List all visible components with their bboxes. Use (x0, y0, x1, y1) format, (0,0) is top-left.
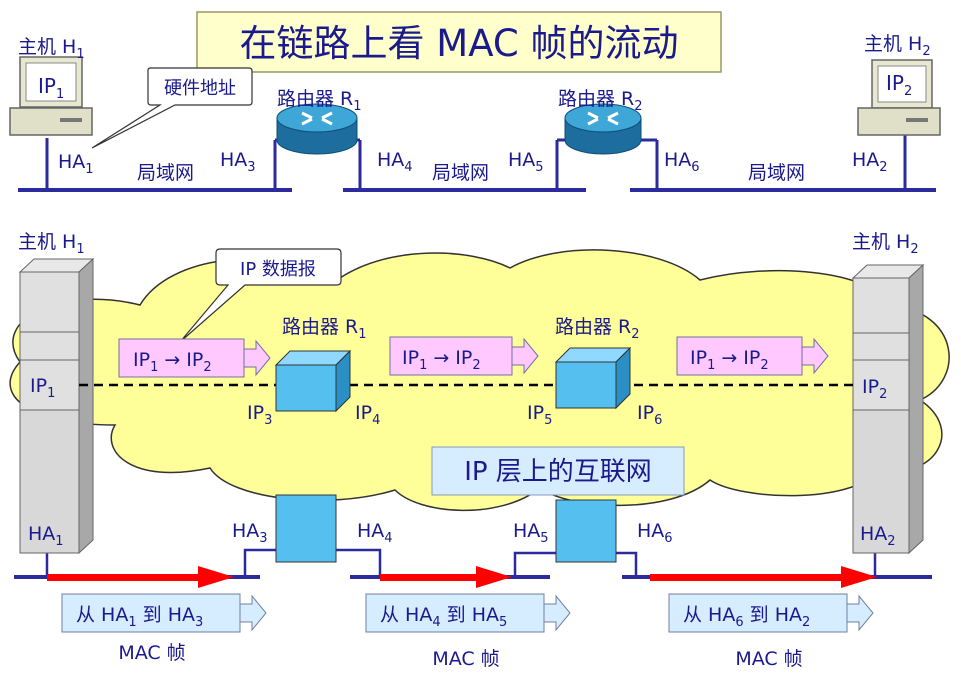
top-router1-icon (276, 103, 358, 155)
bottom-router1-ip-right: IP4 (355, 402, 380, 428)
ip-packet-2: IP1→IP2 (389, 336, 539, 376)
bottom-host1-ha: HA1 (28, 523, 64, 549)
top-router2-ha-right: HA6 (664, 149, 700, 175)
mac-frame-2: 从 HA4 到 HA5 MAC 帧 (365, 593, 571, 670)
hw-addr-callout-text: 硬件地址 (164, 78, 236, 99)
ip-packet-2-text: IP1→IP2 (402, 347, 481, 373)
top-router1-ha-left: HA3 (220, 149, 256, 175)
top-router1-ha-right: HA4 (377, 149, 413, 175)
bottom-router1-label: 路由器 R1 (282, 316, 367, 342)
ip-packet-3: IP1→IP2 (676, 336, 829, 376)
bottom-host2-ha: HA2 (860, 523, 896, 549)
ip-packet-1: IP1→IP2 (118, 338, 271, 378)
bottom-router1-stack (274, 349, 352, 563)
top-host1-label: 主机 H1 (18, 36, 85, 62)
bottom-host1-ip: IP1 (30, 375, 55, 401)
top-router2-label: 路由器 R2 (558, 88, 643, 114)
top-host2-computer-icon (857, 59, 941, 136)
top-host1-ip: IP1 (38, 74, 64, 102)
mac-frame-3-caption: MAC 帧 (735, 648, 802, 670)
top-host2-ip: IP2 (886, 71, 912, 99)
ip-packet-1-text: IP1→IP2 (133, 349, 212, 375)
bottom-router2-ha-right: HA6 (637, 520, 673, 546)
bottom-router1-ip-left: IP3 (247, 402, 272, 428)
mac-frame-1: 从 HA1 到 HA3 MAC 帧 (61, 593, 267, 664)
bottom-drops (45, 548, 877, 577)
bottom-host1-protocol-stack (18, 257, 95, 555)
bottom-router2-ip-left: IP5 (527, 402, 552, 428)
top-lan-lines (18, 135, 936, 192)
title-box: 在链路上看 MAC 帧的流动 (196, 11, 722, 73)
bottom-router2-ha-left: HA5 (513, 520, 549, 546)
ip-datagram-callout: IP 数据报 (179, 248, 342, 343)
lan-label-2: 局域网 (432, 162, 489, 184)
bottom-host2-label: 主机 H2 (852, 231, 919, 257)
lan-label-3: 局域网 (748, 162, 805, 184)
bottom-host1-label: 主机 H1 (18, 231, 85, 257)
bottom-router2-stack (554, 346, 632, 563)
top-host2-ha: HA2 (852, 149, 888, 175)
top-host1-ha: HA1 (58, 151, 94, 177)
mac-frame-3-text: 从 HA6 到 HA2 (683, 604, 810, 630)
bottom-host2-protocol-stack (851, 263, 925, 555)
bottom-router1-ha-left: HA3 (232, 520, 268, 546)
page-title: 在链路上看 MAC 帧的流动 (240, 22, 679, 65)
top-router2-ha-left: HA5 (508, 149, 544, 175)
internet-label-box: IP 层上的互联网 (431, 446, 685, 496)
bottom-router1-ha-right: HA4 (357, 520, 393, 546)
bottom-router2-label: 路由器 R2 (555, 316, 640, 342)
top-host1-computer-icon (9, 56, 93, 136)
mac-flow-red-arrows (47, 566, 877, 588)
mac-frame-1-text: 从 HA1 到 HA3 (76, 604, 203, 630)
bottom-host2-ip: IP2 (862, 376, 887, 402)
mac-frame-3: 从 HA6 到 HA2 MAC 帧 (668, 593, 874, 670)
bottom-router2-ip-right: IP6 (637, 402, 662, 428)
internet-label: IP 层上的互联网 (464, 457, 652, 487)
lan-label-1: 局域网 (137, 162, 194, 184)
ip-datagram-callout-text: IP 数据报 (240, 259, 316, 280)
hw-addr-callout: 硬件地址 (91, 67, 253, 149)
ip-packet-3-text: IP1→IP2 (690, 347, 769, 373)
mac-frame-2-caption: MAC 帧 (432, 648, 499, 670)
mac-frame-1-caption: MAC 帧 (118, 642, 185, 664)
top-router2-icon (564, 103, 642, 155)
mac-frame-2-text: 从 HA4 到 HA5 (380, 604, 507, 630)
top-host2-label: 主机 H2 (864, 33, 931, 59)
top-router1-label: 路由器 R1 (277, 88, 362, 114)
